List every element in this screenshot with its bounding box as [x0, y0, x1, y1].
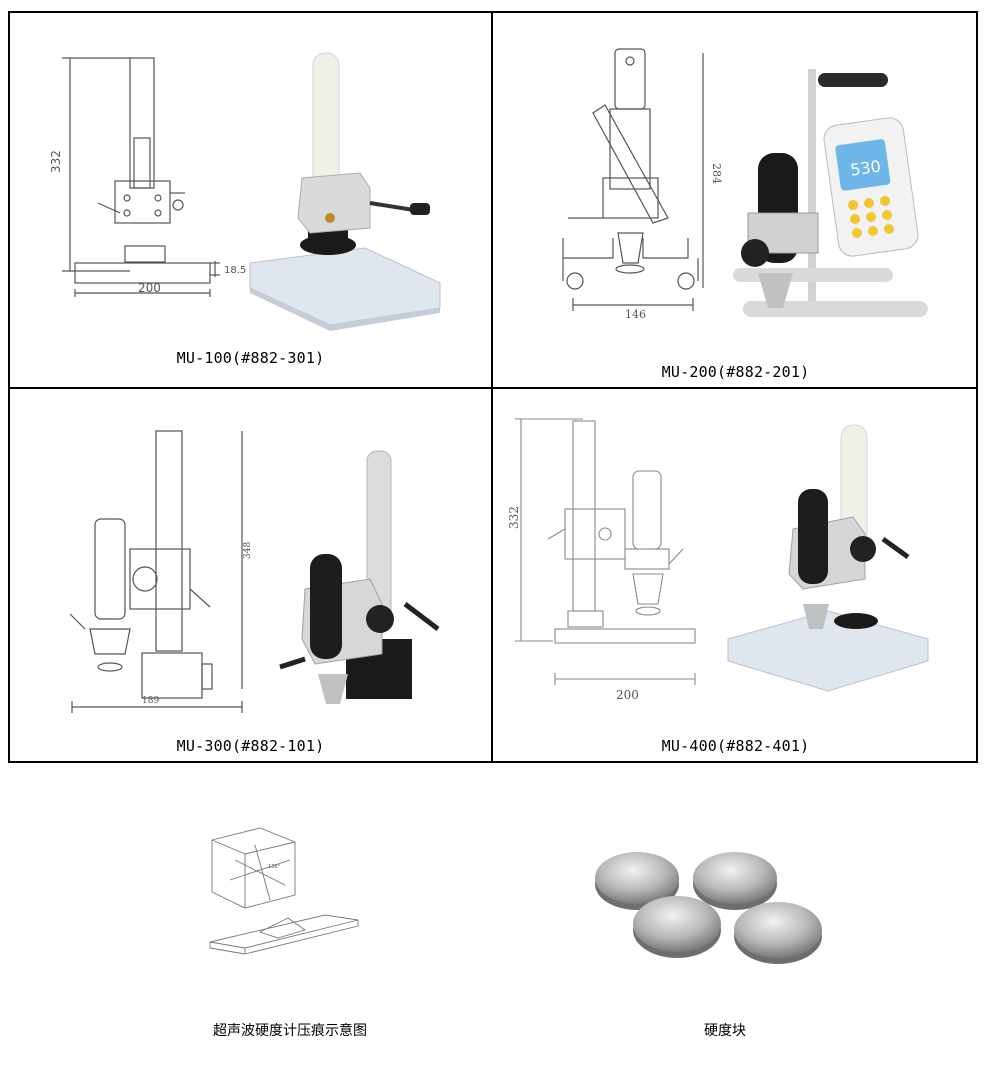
mu-200-technical-drawing	[562, 48, 704, 311]
mu-200-dim-width: 146	[625, 308, 646, 321]
mu-400-product-render	[727, 424, 929, 692]
cell-mu-200: 284 146 530 MU-200(#8	[493, 13, 978, 387]
hardness-block-2	[693, 852, 777, 910]
product-grid: 332 200 18.5 MU-100(#882-301)	[8, 11, 978, 763]
mu-300-technical-drawing	[69, 430, 243, 713]
mu-200-figure: 284 146 530	[562, 48, 928, 321]
mu-200-product-render: 530	[733, 69, 928, 317]
mu-100-technical-drawing	[62, 57, 220, 297]
hardness-block-4	[734, 902, 822, 964]
hardness-block-3	[633, 896, 721, 958]
indent-angle-label: 136°	[268, 864, 281, 870]
indentation-caption: 超声波硬度计压痕示意图	[213, 1023, 367, 1039]
mu-300-figure: 348 189	[69, 430, 440, 713]
mu-100-product-render	[249, 52, 441, 331]
mu-100-dim-base: 18.5	[224, 265, 246, 276]
mu-100-caption: MU-100(#882-301)	[176, 349, 325, 367]
hardness-block-caption: 硬度块	[704, 1023, 746, 1039]
mu-200-screen-reading: 530	[849, 157, 882, 180]
hardness-blocks-image	[590, 840, 830, 970]
cell-mu-300: 348 189 MU-300(#882-101)	[10, 389, 491, 761]
mu-300-caption: MU-300(#882-101)	[176, 737, 325, 755]
mu-100-figure: 332 200 18.5	[49, 52, 441, 331]
hardness-block-1	[595, 852, 679, 910]
hardness-blocks-svg	[595, 852, 822, 964]
mu-400-caption: MU-400(#882-401)	[661, 737, 810, 755]
cell-mu-400: 332 200 MU-400(#882-401)	[493, 389, 978, 761]
mu-300-dim-height: 348	[243, 542, 253, 559]
mu-100-dim-height: 332	[49, 150, 63, 173]
mu-300-product-render	[279, 450, 440, 704]
mu-100-dim-width: 200	[138, 281, 161, 295]
mu-400-technical-drawing	[515, 418, 696, 685]
indentation-diagram-svg: 136°	[209, 827, 359, 955]
mu-400-figure: 332 200	[507, 418, 929, 702]
cell-mu-100: 332 200 18.5 MU-100(#882-301)	[10, 13, 491, 387]
mu-200-caption: MU-200(#882-201)	[661, 363, 810, 381]
mu-300-dim-width: 189	[142, 696, 159, 706]
indentation-diagram: 136°	[200, 820, 370, 960]
mu-200-dim-height: 284	[710, 163, 723, 184]
mu-400-dim-height: 332	[507, 506, 521, 529]
mu-400-dim-width: 200	[616, 688, 639, 702]
grid-horizontal-divider	[10, 387, 976, 389]
